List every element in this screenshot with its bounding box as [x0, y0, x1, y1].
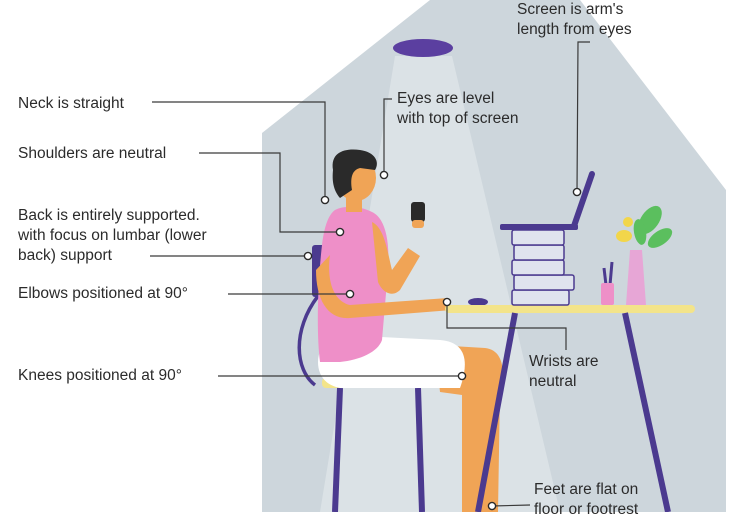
person: [316, 149, 503, 512]
label-back-line3: back) support: [18, 247, 112, 264]
label-screen-line2: length from eyes: [517, 21, 632, 38]
label-eyes-line1: Eyes are level: [397, 90, 495, 107]
leader-lines: [150, 41, 590, 507]
desk: [445, 305, 695, 512]
ceiling-lamp: [393, 39, 453, 57]
marker-dots: [303, 170, 582, 511]
label-feet-line1: Feet are flat on: [534, 481, 639, 498]
label-elbows: Elbows positioned at 90°: [18, 285, 188, 302]
pencil-cup: [601, 261, 614, 305]
label-knees: Knees positioned at 90°: [18, 367, 182, 384]
label-back-line1: Back is entirely supported.: [18, 207, 200, 224]
laptop: [500, 171, 595, 230]
label-shoulders: Shoulders are neutral: [18, 145, 167, 162]
book-stack: [511, 229, 575, 306]
label-feet-line2: floor or footrest: [534, 501, 639, 518]
label-neck: Neck is straight: [18, 95, 124, 112]
label-wrists-line1: Wrists are: [529, 353, 599, 370]
label-wrists-line2: neutral: [529, 373, 577, 390]
label-eyes-line2: with top of screen: [397, 110, 519, 127]
label-screen-line1: Screen is arm's: [517, 1, 624, 18]
label-back-line2: with focus on lumbar (lower: [18, 227, 207, 244]
vase-plant: [616, 205, 673, 305]
